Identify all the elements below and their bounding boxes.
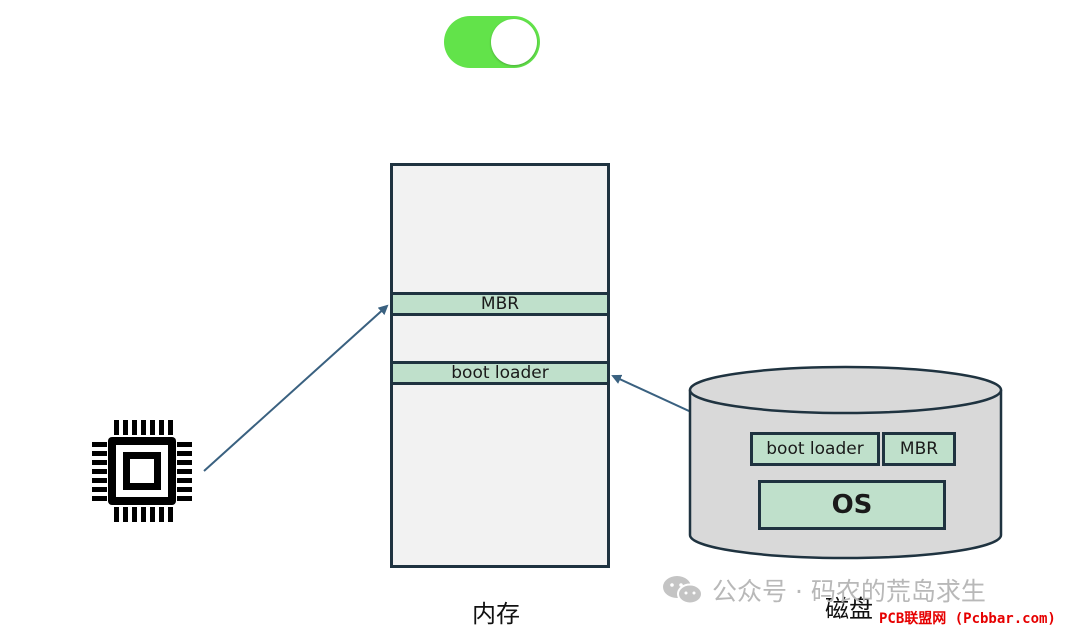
memory-block: MBR boot loader bbox=[390, 163, 610, 568]
toggle-knob[interactable] bbox=[491, 19, 537, 65]
toggle-switch[interactable] bbox=[444, 16, 540, 68]
disk-label: 磁盘 bbox=[825, 595, 873, 623]
cpu-to-mbr-arrow bbox=[203, 304, 389, 472]
memory-mbr-slot: MBR bbox=[393, 292, 607, 316]
wechat-icon bbox=[663, 576, 703, 605]
memory-label: 内存 bbox=[472, 600, 520, 628]
cpu-chip-icon bbox=[92, 420, 192, 522]
site-credit: PCB联盟网 (Pcbbar.com) bbox=[879, 611, 1056, 627]
disk-mbr-box: MBR bbox=[882, 432, 956, 466]
disk-boot-loader-box: boot loader bbox=[750, 432, 880, 466]
memory-boot-loader-slot: boot loader bbox=[393, 361, 607, 385]
watermark-text: 公众号 · 码农的荒岛求生 bbox=[712, 577, 986, 606]
disk-os-box: OS bbox=[758, 480, 946, 530]
watermark: 公众号 · 码农的荒岛求生 bbox=[662, 572, 986, 608]
